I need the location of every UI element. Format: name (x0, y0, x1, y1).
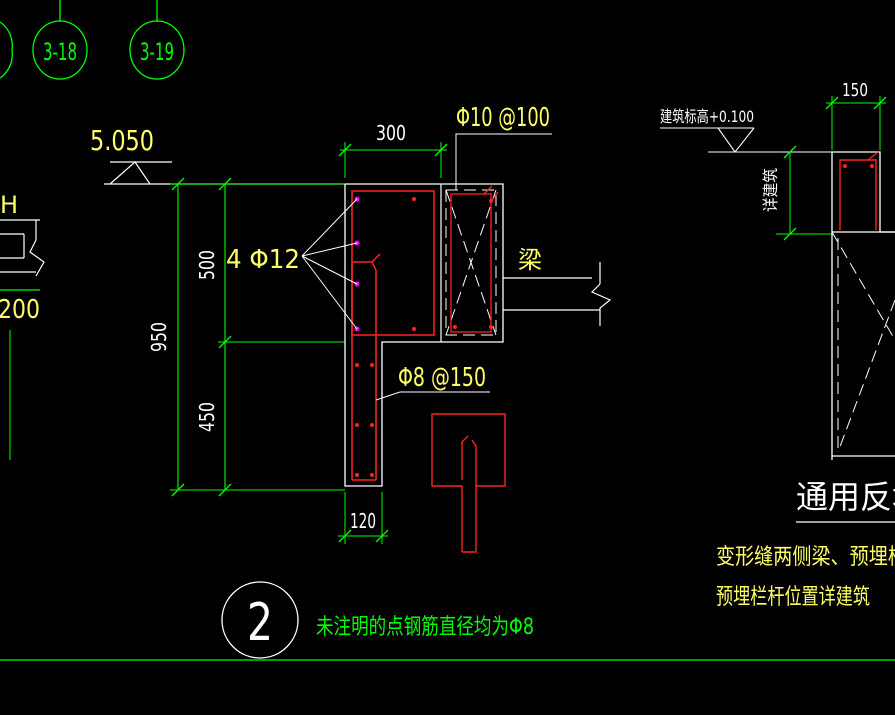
stirrup-upper (351, 190, 435, 336)
stirrup-wall-label: Φ8 @150 (398, 363, 486, 393)
right-stirrup (839, 159, 877, 230)
left-partial-dim: 200 (0, 295, 40, 325)
right-elevation-label: 建筑标高+0.100 (660, 107, 754, 126)
concrete-outline (344, 183, 504, 487)
right-note-line2: 预埋栏杆位置详建筑 (716, 585, 870, 610)
dim-lower-label: 450 (195, 402, 219, 432)
main-section: 5.050 950 500 450 300 (90, 103, 612, 553)
detail-label-group: 2 未注明的点钢筋直径均为Φ8 (0, 581, 895, 661)
elevation-label: 5.050 (90, 124, 154, 157)
dim-upper-label: 500 (195, 250, 219, 280)
right-width-dim: 150 (842, 80, 868, 101)
detail-note: 未注明的点钢筋直径均为Φ8 (316, 615, 534, 640)
detail-number: 2 (247, 593, 273, 653)
stirrup-beam-label: Φ10 @100 (456, 103, 550, 133)
break-symbol (590, 283, 612, 326)
stirrup-beam (450, 193, 492, 333)
stirrup-shape-detail (431, 413, 506, 553)
detail-number-circle (221, 581, 299, 659)
rebar-callout: 4 Φ12 (226, 245, 300, 275)
dim-top-width-label: 300 (376, 121, 406, 145)
right-note-line1: 变形缝两侧梁、预埋栏杆 (716, 545, 895, 570)
right-elevation-triangle (717, 127, 755, 153)
axis-bubble-3-19 (129, 20, 185, 80)
elevation-triangle (109, 161, 151, 185)
right-concrete-outline (831, 151, 895, 460)
break-symbol (29, 239, 45, 277)
right-title: 通用反坎 (796, 478, 895, 516)
dim-total-label: 950 (147, 322, 171, 352)
axis-bubble-partial (0, 21, 13, 79)
beam-label: 梁 (518, 246, 542, 274)
left-partial-detail: H 200 (0, 191, 45, 460)
right-side-label: 详建筑 (761, 168, 780, 212)
stirrup-wall-left (351, 253, 381, 480)
axis-bubbles: 3-18 3-19 (0, 0, 185, 80)
axis-bubble-3-18 (32, 20, 88, 80)
axis-bubble-label: 3-19 (140, 38, 174, 66)
left-partial-letter: H (0, 191, 18, 219)
right-detail: 150 建筑标高+0.100 详建筑 通用反坎 变形缝两侧梁、预埋栏杆 预埋栏杆… (660, 80, 895, 610)
beam-section (445, 189, 497, 336)
axis-bubble-label: 3-18 (43, 38, 77, 66)
dim-wall-width-label: 120 (350, 509, 376, 533)
